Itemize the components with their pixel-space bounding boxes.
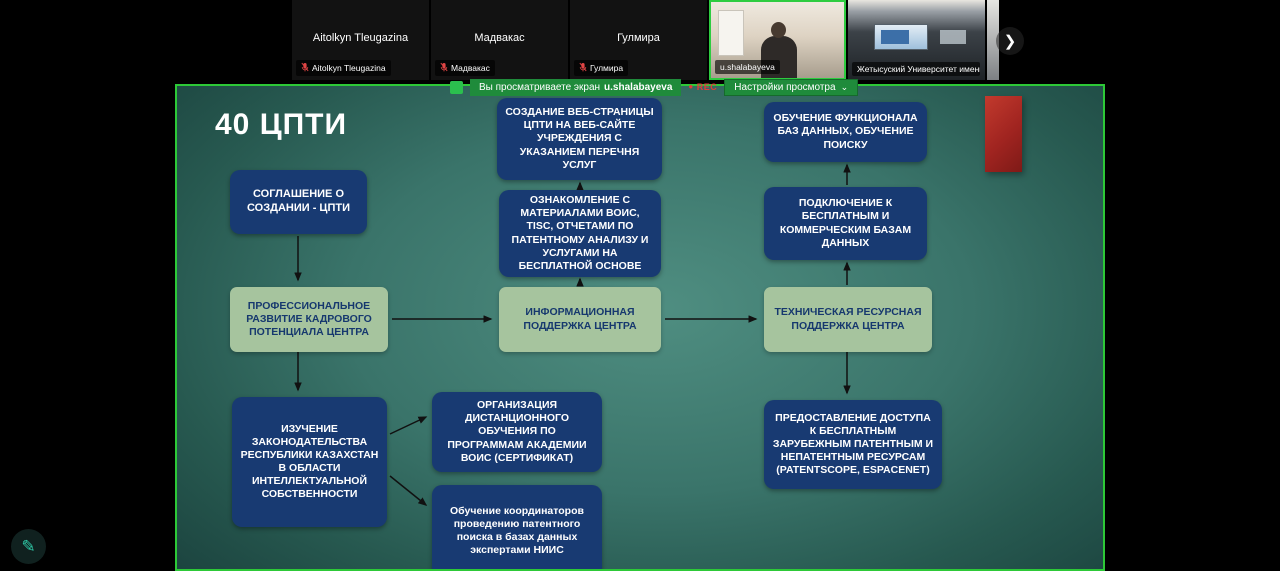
viewing-status: Вы просматриваете экран u.shalabayeva [470,78,682,96]
rec-dot-icon: ● [688,82,694,91]
screenshare-bar: Вы просматриваете экран u.shalabayeva ● … [450,78,859,96]
annotate-button[interactable]: ✎ [11,529,46,564]
flow-box-wipo-materials: ОЗНАКОМЛЕНИЕ С МАТЕРИАЛАМИ ВОИС, TISC, О… [499,190,661,277]
flow-box-agreement: СОГЛАШЕНИЕ О СОЗДАНИИ - ЦПТИ [230,170,367,234]
participant-badge: Жетысуский Университет имени ... [852,62,980,76]
flow-box-professional-development: ПРОФЕССИОНАЛЬНОЕ РАЗВИТИЕ КАДРОВОГО ПОТЕ… [230,287,388,352]
next-participants-button[interactable]: ❯ [996,27,1024,55]
viewing-status-text: Вы просматриваете экран [479,81,601,93]
participant-badge: Aitolkyn Tleugazina [296,60,391,76]
chevron-right-icon: ❯ [1003,33,1017,50]
slide-title: 40 ЦПТИ [215,108,348,141]
screenshare-indicator-icon [450,80,463,94]
muted-mic-icon [301,62,309,74]
participant-badge-label: Мадвакас [451,63,490,73]
flow-box-web-page: СОЗДАНИЕ ВЕБ-СТРАНИЦЫ ЦПТИ НА ВЕБ-САЙТЕ … [497,98,662,180]
chevron-down-icon: ⌄ [840,81,849,92]
presenter-video-feed [711,2,844,78]
flow-box-coordinators-training: Обучение координаторов проведению патент… [432,485,602,569]
participant-badge-label: Aitolkyn Tleugazina [312,63,386,73]
participant-tile[interactable]: Жетысуский Университет имени ... [848,0,985,80]
flow-box-legislation-study: ИЗУЧЕНИЕ ЗАКОНОДАТЕЛЬСТВА РЕСПУБЛИКИ КАЗ… [232,397,387,527]
participant-badge-label: Жетысуский Университет имени ... [857,64,980,74]
flow-box-information-support: ИНФОРМАЦИОННАЯ ПОДДЕРЖКА ЦЕНТРА [499,287,661,352]
participant-tile[interactable]: Мадвакас Мадвакас [431,0,568,80]
flow-box-distance-learning: ОРГАНИЗАЦИЯ ДИСТАНЦИОННОГО ОБУЧЕНИЯ ПО П… [432,392,602,472]
view-settings-label: Настройки просмотра [734,81,836,93]
rec-label: REC [696,82,718,92]
participant-name: Мадвакас [474,32,525,44]
recording-indicator: ● REC [688,82,717,92]
participant-badge: Гулмира [574,60,629,76]
pencil-icon: ✎ [21,536,36,556]
participant-strip: Aitolkyn Tleugazina Aitolkyn Tleugazina … [292,0,999,80]
participant-tile[interactable]: Aitolkyn Tleugazina Aitolkyn Tleugazina [292,0,429,80]
flow-box-free-access: ПРЕДОСТАВЛЕНИЕ ДОСТУПА К БЕСПЛАТНЫМ ЗАРУ… [764,400,942,489]
muted-mic-icon [440,62,448,74]
flow-box-training-databases: ОБУЧЕНИЕ ФУНКЦИОНАЛА БАЗ ДАННЫХ, ОБУЧЕНИ… [764,102,927,162]
flow-box-technical-support: ТЕХНИЧЕСКАЯ РЕСУРСНАЯ ПОДДЕРЖКА ЦЕНТРА [764,287,932,352]
participant-badge: u.shalabayeva [715,60,780,74]
muted-mic-icon [579,62,587,74]
presenter-name: u.shalabayeva [604,81,673,93]
participant-name: Гулмира [617,32,660,44]
participant-badge: Мадвакас [435,60,495,76]
participant-tile[interactable]: Гулмира Гулмира [570,0,707,80]
red-accent-block [985,96,1022,172]
participant-tile-presenter[interactable]: u.shalabayeva [709,0,846,80]
participant-name: Aitolkyn Tleugazina [312,32,409,44]
participant-badge-label: u.shalabayeva [720,62,775,72]
view-settings-button[interactable]: Настройки просмотра ⌄ [724,78,859,96]
partial-next-tile [987,0,999,80]
participant-badge-label: Гулмира [590,63,624,73]
shared-screen-slide: 40 ЦПТИ СОГЛА [175,84,1105,571]
flow-box-db-connection: ПОДКЛЮЧЕНИЕ К БЕСПЛАТНЫМ И КОММЕРЧЕСКИМ … [764,187,927,260]
